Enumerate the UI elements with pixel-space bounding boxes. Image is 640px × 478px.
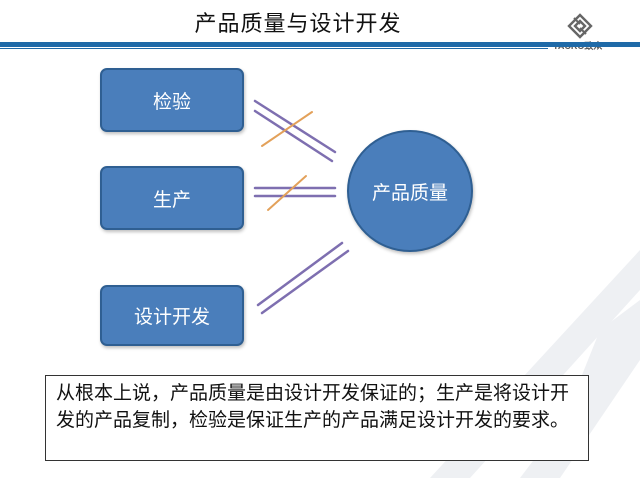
connector-design-b — [260, 249, 350, 315]
connector-inspection-a — [253, 99, 337, 154]
summary-note: 从根本上说，产品质量是由设计开发保证的；生产是将设计开发的产品复制，检验是保证生… — [45, 375, 589, 461]
header-rule-thin — [0, 48, 548, 49]
connector-design-a — [256, 241, 344, 307]
node-design-development: 设计开发 — [100, 285, 244, 346]
connector-inspection-b — [253, 109, 334, 163]
strike-production — [267, 175, 307, 211]
strike-inspection — [261, 111, 313, 147]
tacro-logo-icon — [567, 13, 593, 39]
node-inspection: 检验 — [100, 68, 244, 132]
node-production: 生产 — [100, 166, 244, 230]
header-rule — [0, 42, 640, 47]
node-product-quality: 产品质量 — [347, 130, 473, 252]
slide-title: 产品质量与设计开发 — [194, 12, 402, 37]
